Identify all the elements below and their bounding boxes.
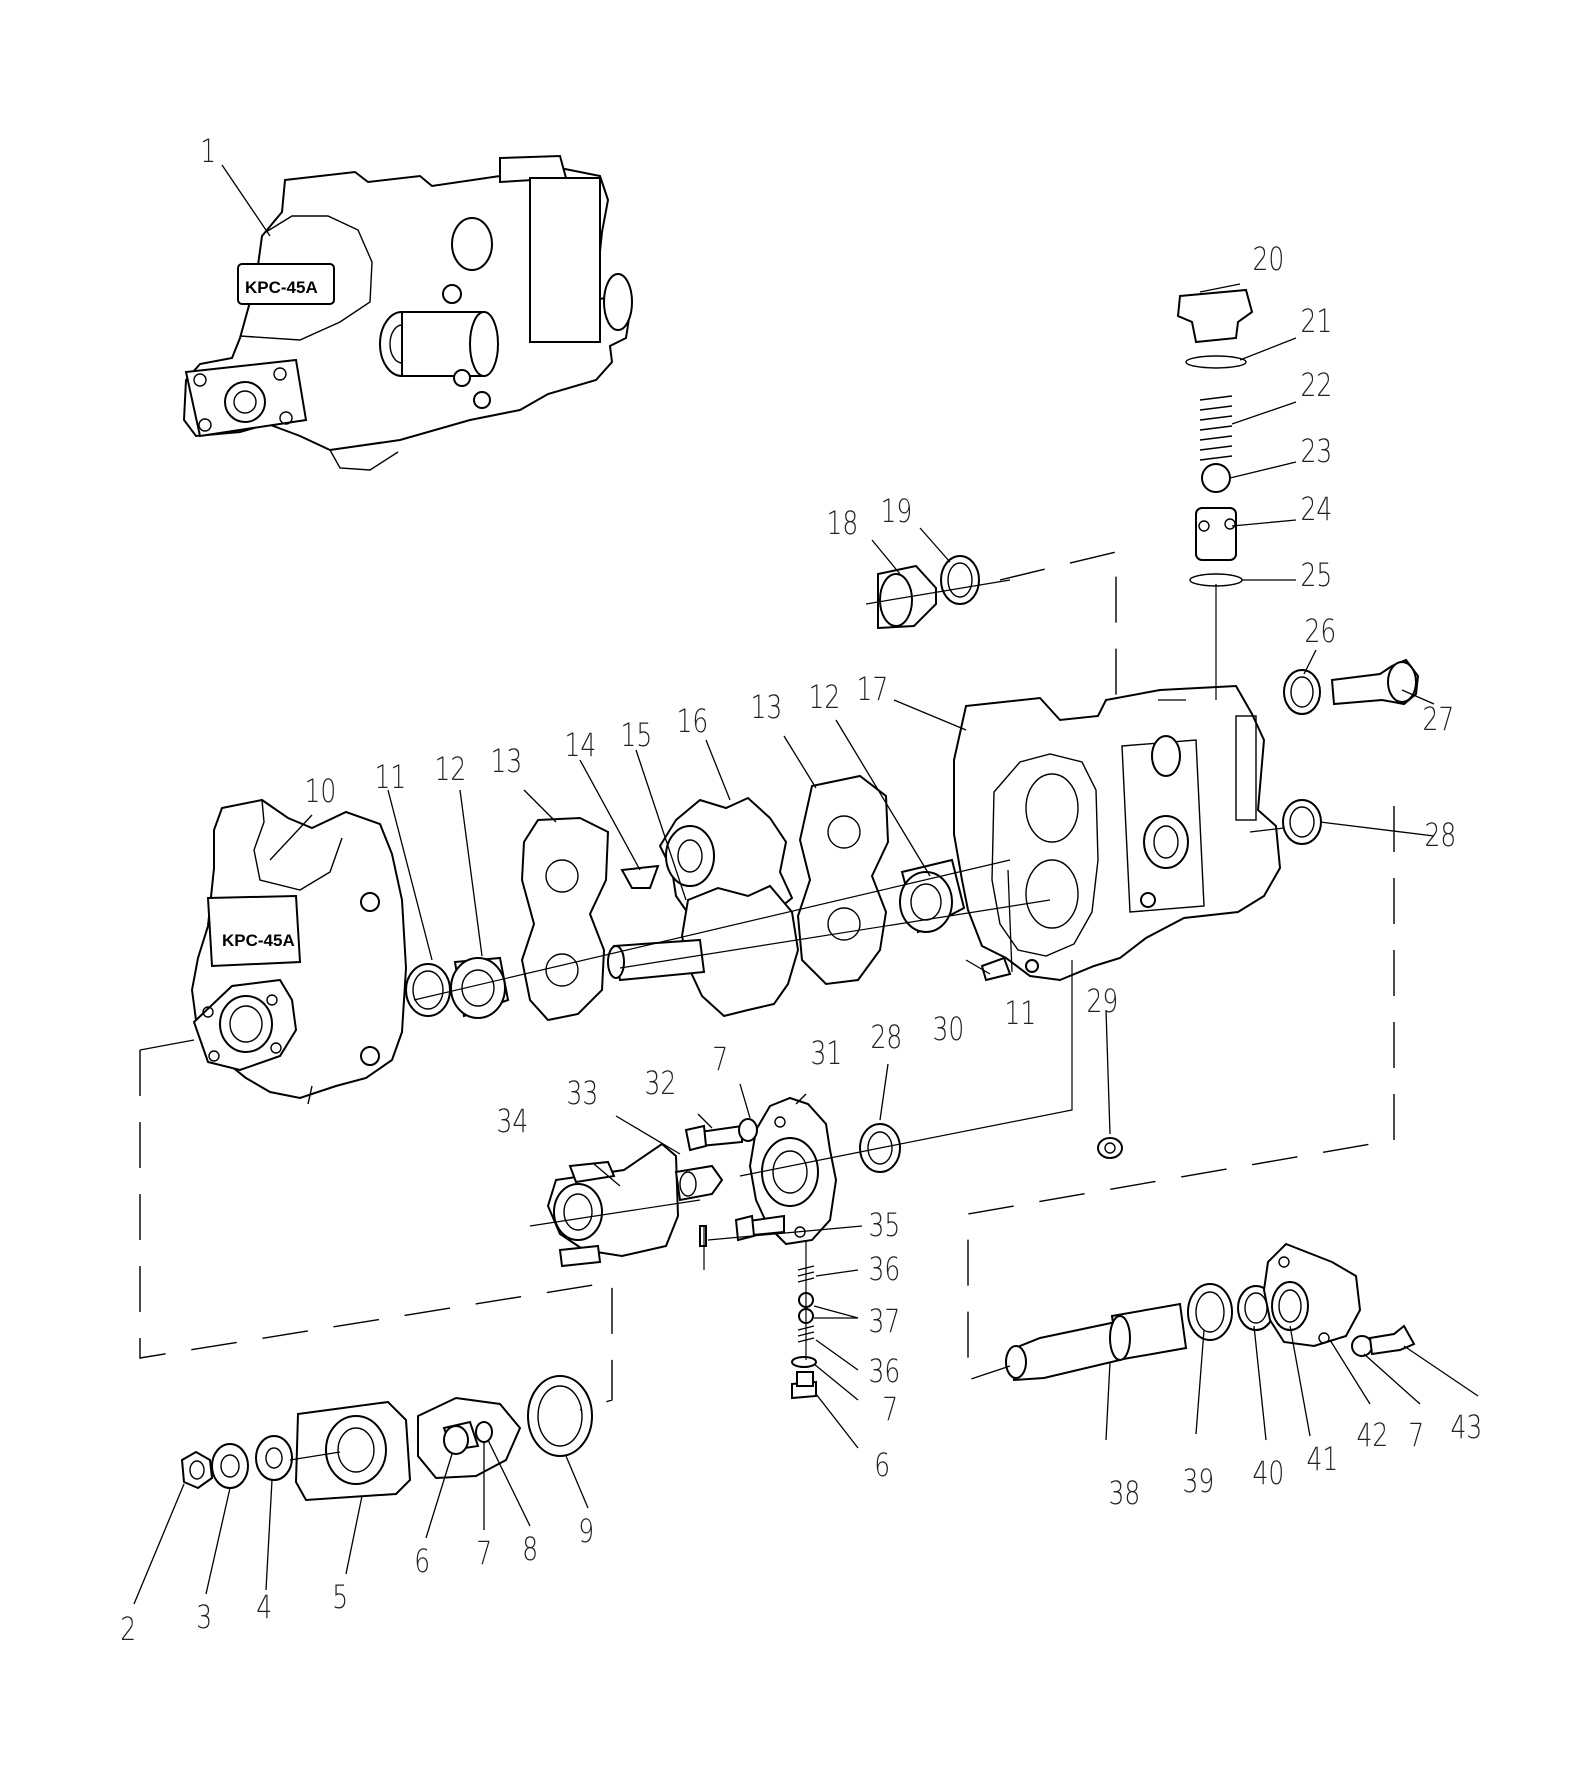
callout-19: 19	[880, 492, 912, 530]
callout-1: 1	[200, 132, 216, 170]
callout-7: 7	[476, 1534, 492, 1572]
callout-23: 23	[1300, 432, 1332, 470]
pump-model-stamp-top: KPC-45A	[245, 278, 318, 297]
callout-35: 35	[868, 1206, 900, 1244]
assembly-lines	[139, 551, 1395, 1461]
washer-26	[1283, 669, 1321, 715]
callout-36: 36	[868, 1250, 900, 1288]
callout-12b: 12	[808, 678, 840, 716]
callout-13b: 13	[750, 688, 782, 726]
callout-21: 21	[1300, 302, 1332, 340]
callout-15: 15	[620, 716, 652, 754]
callout-9: 9	[578, 1512, 594, 1550]
callout-32: 32	[644, 1064, 676, 1102]
callout-17: 17	[856, 670, 888, 708]
cover-31	[684, 1096, 838, 1246]
thrust-plate-left	[520, 816, 610, 1022]
callout-20: 20	[1252, 240, 1284, 278]
callout-22: 22	[1300, 366, 1332, 404]
callout-28: 28	[1424, 816, 1456, 854]
callout-40: 40	[1252, 1454, 1284, 1492]
callout-42: 42	[1356, 1416, 1388, 1454]
drive-shaft-assembly	[1005, 1242, 1416, 1382]
callout-37: 37	[868, 1302, 900, 1340]
callout-28b: 28	[870, 1018, 902, 1056]
callout-7c: 7	[882, 1390, 898, 1428]
callout-30: 30	[932, 1010, 964, 1048]
bushings-left	[405, 956, 510, 1019]
callout-16: 16	[676, 702, 708, 740]
callout-13: 13	[490, 742, 522, 780]
key	[620, 864, 660, 889]
callout-39: 39	[1182, 1462, 1214, 1500]
front-housing: KPC-45A	[190, 798, 408, 1105]
callout-7b: 7	[712, 1040, 728, 1078]
callout-26: 26	[1304, 612, 1336, 650]
relief-valve-stack	[1176, 288, 1254, 587]
callout-18: 18	[826, 504, 858, 542]
pump-body	[953, 684, 1282, 982]
callout-31: 31	[810, 1034, 842, 1072]
callout-25: 25	[1300, 556, 1332, 594]
callout-3: 3	[196, 1598, 212, 1636]
callout-7d: 7	[1408, 1416, 1424, 1454]
assembled-pump: KPC-45A	[182, 154, 633, 471]
thrust-plate-right	[796, 774, 890, 986]
gears	[607, 796, 800, 1018]
front-flange-parts	[180, 1375, 593, 1502]
callout-41: 41	[1306, 1440, 1338, 1478]
callout-34: 34	[496, 1102, 528, 1140]
callout-6b: 6	[874, 1446, 890, 1484]
callout-29: 29	[1086, 982, 1118, 1020]
check-valve-parts	[791, 1265, 817, 1400]
callout-labels: 1 2 3 4 5 6 7 8 9 10 11 12 13 14 15 16 1…	[120, 132, 1482, 1648]
callout-14: 14	[564, 726, 596, 764]
leader-lines	[133, 164, 1479, 1605]
callout-33: 33	[566, 1074, 598, 1112]
callout-36b: 36	[868, 1352, 900, 1390]
callout-8: 8	[522, 1530, 538, 1568]
callout-5: 5	[332, 1578, 348, 1616]
callout-11: 11	[374, 758, 406, 796]
callout-6: 6	[414, 1542, 430, 1580]
callout-27: 27	[1422, 700, 1454, 738]
callout-24: 24	[1300, 490, 1332, 528]
callout-38: 38	[1108, 1474, 1140, 1512]
callout-10: 10	[304, 772, 336, 810]
callout-11b: 11	[1004, 994, 1036, 1032]
callout-12: 12	[434, 750, 466, 788]
callout-2: 2	[120, 1610, 136, 1648]
callout-43: 43	[1450, 1408, 1482, 1446]
body-34	[546, 1142, 724, 1268]
pump-model-stamp-housing: KPC-45A	[222, 931, 295, 950]
callout-4: 4	[256, 1588, 272, 1626]
